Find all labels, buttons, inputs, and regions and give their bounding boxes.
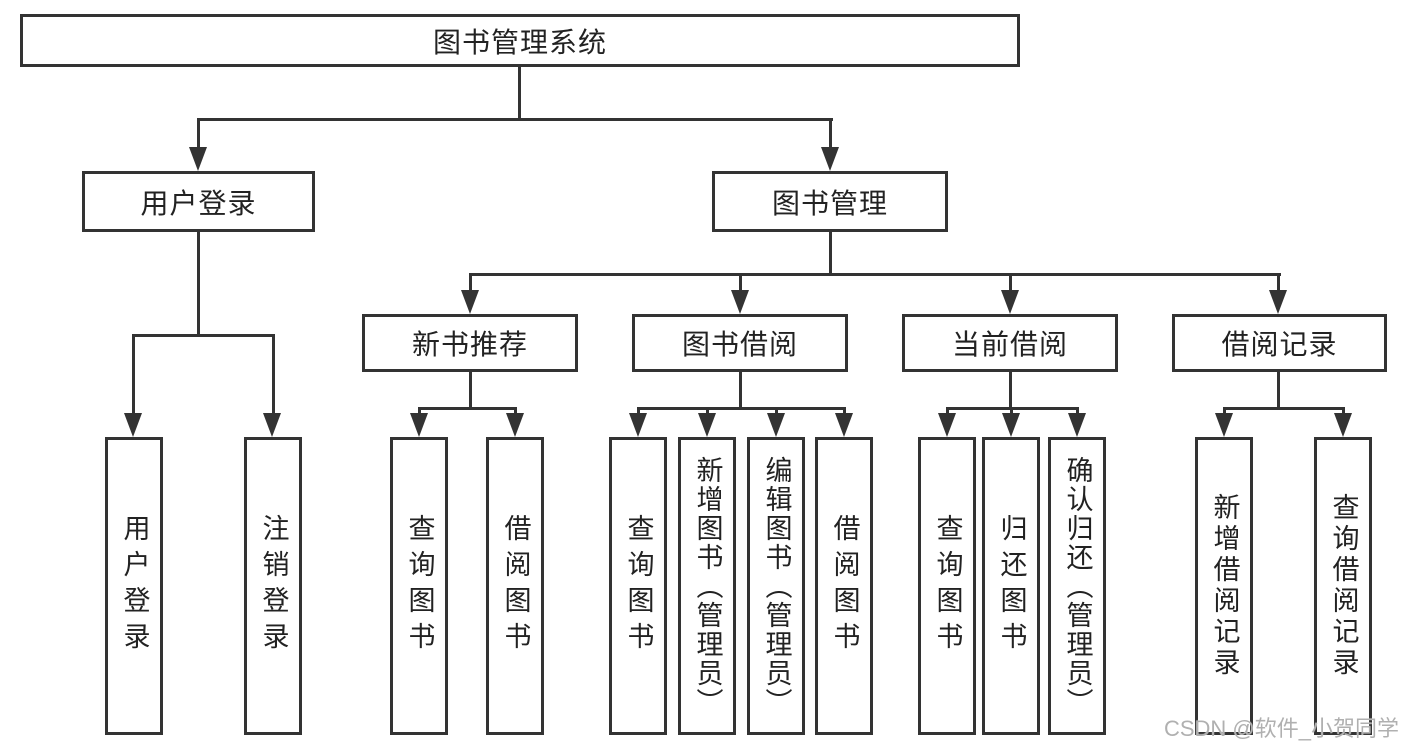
connector-leaf-stem — [1342, 407, 1345, 415]
connector-root-stem — [518, 67, 521, 119]
leaf-add-borrow-record-label: 新增借阅记录 — [1209, 493, 1240, 679]
arrowhead-leaf — [938, 413, 956, 437]
leaf-add-books-admin-label: 新增图书（管理员） — [692, 455, 723, 717]
arrowhead-leaf-logout — [263, 413, 281, 437]
arrowhead-leaf — [698, 413, 716, 437]
connector-leaf-stem — [514, 407, 517, 415]
arrowhead-leaf — [410, 413, 428, 437]
connector-to-borrowing — [739, 273, 742, 292]
node-book-mgmt: 图书管理 — [712, 171, 948, 232]
node-borrowing: 图书借阅 — [632, 314, 848, 372]
connector-user-login-stem — [197, 232, 200, 337]
leaf-query-books-1: 查询图书 — [390, 437, 448, 735]
node-current-borrow: 当前借阅 — [902, 314, 1118, 372]
connector-new-books-rail — [418, 407, 517, 410]
leaf-logout-label: 注销登录 — [258, 514, 289, 658]
connector-borrowing-rail — [637, 407, 846, 410]
leaf-borrow-books-2-label: 借阅图书 — [829, 514, 860, 658]
connector-leaf-stem — [946, 407, 949, 415]
arrowhead-leaf — [1215, 413, 1233, 437]
connector-records-stem — [1277, 372, 1280, 410]
node-root: 图书管理系统 — [20, 14, 1020, 67]
leaf-confirm-return-admin-label: 确认归还（管理员） — [1062, 455, 1093, 717]
leaf-add-borrow-record: 新增借阅记录 — [1195, 437, 1253, 735]
arrowhead-leaf — [1002, 413, 1020, 437]
connector-book-mgmt-stem — [829, 232, 832, 276]
arrowhead-leaf — [835, 413, 853, 437]
leaf-user-login: 用户登录 — [105, 437, 163, 735]
leaf-query-books-2-label: 查询图书 — [623, 514, 654, 658]
leaf-borrow-books-1-label: 借阅图书 — [500, 514, 531, 658]
connector-leaf-stem — [1010, 407, 1013, 415]
arrowhead-book-mgmt — [821, 147, 839, 171]
node-borrowing-label: 图书借阅 — [681, 329, 798, 360]
node-borrow-records: 借阅记录 — [1172, 314, 1387, 372]
connector-leaf-stem — [418, 407, 421, 415]
leaf-return-books: 归还图书 — [982, 437, 1040, 735]
connector-new-books-stem — [469, 372, 472, 410]
node-root-label: 图书管理系统 — [432, 26, 607, 58]
connector-to-records — [1277, 273, 1280, 292]
leaf-edit-books-admin-label: 编辑图书（管理员） — [761, 455, 792, 717]
connector-book-mgmt-rail — [469, 273, 1281, 276]
connector-records-rail — [1223, 407, 1345, 410]
connector-to-book-mgmt — [829, 118, 832, 147]
arrowhead-records — [1269, 290, 1287, 314]
connector-to-current — [1009, 273, 1012, 292]
connector-root-rail — [197, 118, 833, 121]
arrowhead-borrowing — [731, 290, 749, 314]
leaf-query-books-1-label: 查询图书 — [404, 514, 435, 658]
arrowhead-new-books — [461, 290, 479, 314]
leaf-logout: 注销登录 — [244, 437, 302, 735]
arrowhead-leaf — [1334, 413, 1352, 437]
connector-leaf-stem — [706, 407, 709, 415]
node-book-mgmt-label: 图书管理 — [771, 187, 888, 219]
leaf-add-books-admin: 新增图书（管理员） — [678, 437, 736, 735]
connector-leaf-stem — [1076, 407, 1079, 415]
leaf-user-login-label: 用户登录 — [119, 514, 150, 658]
connector-user-login-rail — [132, 334, 275, 337]
connector-leaf-stem — [637, 407, 640, 415]
leaf-query-books-3: 查询图书 — [918, 437, 976, 735]
connector-to-leaf-login — [132, 334, 135, 413]
leaf-borrow-books-2: 借阅图书 — [815, 437, 873, 735]
node-borrow-records-label: 借阅记录 — [1221, 329, 1338, 360]
connector-leaf-stem — [1223, 407, 1226, 415]
connector-to-new-books — [469, 273, 472, 292]
csdn-watermark: CSDN @软件_小贺同学 — [1163, 716, 1399, 741]
connector-leaf-stem — [843, 407, 846, 415]
node-current-borrow-label: 当前借阅 — [951, 329, 1068, 360]
arrowhead-leaf — [1068, 413, 1086, 437]
node-new-books-label: 新书推荐 — [411, 329, 528, 360]
leaf-query-borrow-record-label: 查询借阅记录 — [1328, 493, 1359, 679]
leaf-confirm-return-admin: 确认归还（管理员） — [1048, 437, 1106, 735]
arrowhead-leaf — [767, 413, 785, 437]
connector-to-user-login — [197, 118, 200, 147]
connector-to-leaf-logout — [272, 334, 275, 413]
leaf-query-books-3-label: 查询图书 — [932, 514, 963, 658]
arrowhead-user-login — [189, 147, 207, 171]
arrowhead-leaf-login — [124, 413, 142, 437]
arrowhead-current — [1001, 290, 1019, 314]
leaf-edit-books-admin: 编辑图书（管理员） — [747, 437, 805, 735]
connector-borrowing-stem — [739, 372, 742, 410]
node-user-login-label: 用户登录 — [140, 187, 257, 219]
leaf-return-books-label: 归还图书 — [996, 514, 1027, 658]
node-new-books: 新书推荐 — [362, 314, 578, 372]
leaf-borrow-books-1: 借阅图书 — [486, 437, 544, 735]
node-user-login: 用户登录 — [82, 171, 315, 232]
arrowhead-leaf — [629, 413, 647, 437]
arrowhead-leaf — [506, 413, 524, 437]
leaf-query-borrow-record: 查询借阅记录 — [1314, 437, 1372, 735]
connector-leaf-stem — [775, 407, 778, 415]
leaf-query-books-2: 查询图书 — [609, 437, 667, 735]
connector-current-stem — [1009, 372, 1012, 410]
